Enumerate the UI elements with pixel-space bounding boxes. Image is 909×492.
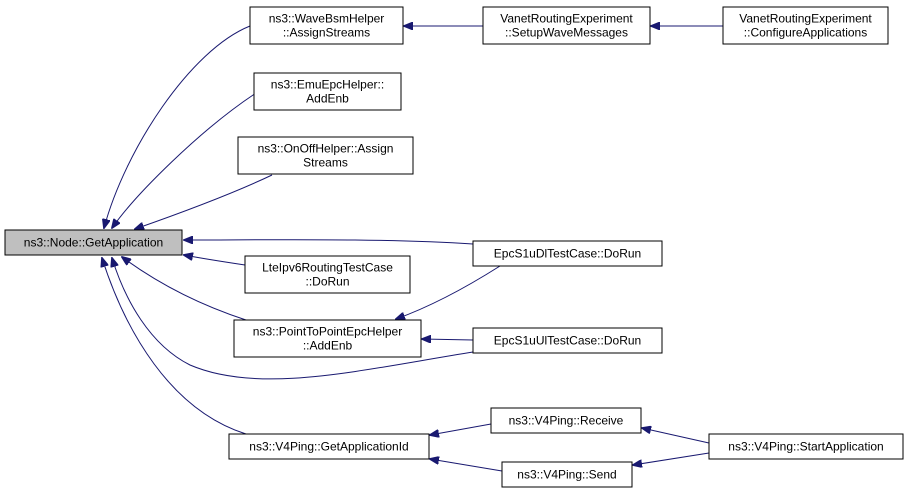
- edge-v4getid-to-getapp: [102, 258, 247, 435]
- node-label: ::DoRun: [305, 275, 349, 289]
- node-label: EpcS1uUlTestCase::DoRun: [494, 334, 641, 348]
- edge-arrow: [642, 428, 710, 444]
- node-label: Streams: [303, 156, 348, 170]
- node-box: [490, 407, 642, 434]
- node-label: ns3::Node::GetApplication: [24, 236, 163, 250]
- node-emuepc[interactable]: ns3::EmuEpcHelper::AddEnb: [253, 72, 402, 111]
- node-box: [722, 6, 889, 45]
- edge-v4recv-to-v4getid: [430, 423, 492, 435]
- node-box: [249, 6, 404, 45]
- node-box: [244, 255, 411, 294]
- edge-arrow: [135, 174, 273, 229]
- node-v4send[interactable]: ns3::V4Ping::Send: [501, 461, 633, 488]
- node-label: ns3::OnOffHelper::Assign: [258, 142, 394, 156]
- edge-arrow: [112, 258, 474, 380]
- node-box: [237, 136, 414, 175]
- node-epcdl[interactable]: EpcS1uDlTestCase::DoRun: [472, 240, 663, 267]
- node-label: ns3::EmuEpcHelper::: [271, 78, 384, 92]
- node-label: AddEnb: [306, 92, 349, 106]
- node-label: VanetRoutingExperiment: [500, 12, 633, 26]
- node-epcul[interactable]: EpcS1uUlTestCase::DoRun: [472, 327, 663, 354]
- edge-arrow: [422, 339, 474, 340]
- node-v4getid[interactable]: ns3::V4Ping::GetApplicationId: [228, 433, 430, 460]
- node-label: ::AddEnb: [303, 339, 353, 353]
- edge-v4send-to-v4getid: [430, 459, 503, 472]
- node-label: LteIpv6RoutingTestCase: [262, 261, 393, 275]
- node-label: ns3::V4Ping::Receive: [509, 414, 624, 428]
- node-label: ns3::V4Ping::StartApplication: [728, 440, 883, 454]
- node-label: ::SetupWaveMessages: [505, 26, 628, 40]
- node-box: [501, 461, 633, 488]
- edge-emuepc-to-getapp: [112, 92, 257, 228]
- edge-onoff-to-getapp: [135, 174, 273, 229]
- node-box: [233, 319, 422, 358]
- edge-arrow: [430, 423, 492, 435]
- edge-epcul-to-getapp: [112, 258, 474, 380]
- node-box: [708, 433, 904, 460]
- node-lteipv6[interactable]: LteIpv6RoutingTestCase::DoRun: [244, 255, 411, 294]
- node-box: [4, 229, 183, 256]
- node-onoff[interactable]: ns3::OnOffHelper::AssignStreams: [237, 136, 414, 175]
- node-getapp[interactable]: ns3::Node::GetApplication: [4, 229, 183, 256]
- node-label: ns3::WaveBsmHelper: [269, 12, 385, 26]
- edge-arrow: [184, 255, 246, 266]
- edge-arrow: [122, 257, 247, 321]
- edge-arrow: [112, 92, 257, 228]
- node-wavebsm[interactable]: ns3::WaveBsmHelper::AssignStreams: [249, 6, 404, 45]
- edge-arrow: [430, 459, 503, 472]
- edge-arrow: [184, 240, 474, 245]
- edge-epcul-to-p2pepc: [422, 339, 474, 340]
- node-label: EpcS1uDlTestCase::DoRun: [494, 247, 641, 261]
- node-label: ns3::PointToPointEpcHelper: [253, 325, 402, 339]
- edge-p2pepc-to-getapp: [122, 257, 247, 321]
- node-vanetsetup[interactable]: VanetRoutingExperiment::SetupWaveMessage…: [482, 6, 651, 45]
- edges: [102, 25, 723, 472]
- node-box: [472, 327, 663, 354]
- node-label: ns3::V4Ping::GetApplicationId: [249, 440, 408, 454]
- edge-epcdl-to-p2pepc: [396, 265, 501, 319]
- node-box: [472, 240, 663, 267]
- node-box: [482, 6, 651, 45]
- node-label: VanetRoutingExperiment: [739, 12, 872, 26]
- edge-v4start-to-v4recv: [642, 428, 710, 444]
- edge-arrow: [102, 258, 247, 435]
- node-box: [253, 72, 402, 111]
- nodes: ns3::Node::GetApplication ns3::WaveBsmHel…: [4, 6, 904, 488]
- edge-lteipv6-to-getapp: [184, 255, 246, 266]
- node-box: [228, 433, 430, 460]
- node-v4start[interactable]: ns3::V4Ping::StartApplication: [708, 433, 904, 460]
- node-v4recv[interactable]: ns3::V4Ping::Receive: [490, 407, 642, 434]
- node-p2pepc[interactable]: ns3::PointToPointEpcHelper::AddEnb: [233, 319, 422, 358]
- edge-arrow: [633, 452, 710, 465]
- edge-arrow: [104, 25, 251, 228]
- edge-arrow: [396, 265, 501, 319]
- edge-v4start-to-v4send: [633, 452, 710, 465]
- edge-wavebsm-to-getapp: [104, 25, 251, 228]
- node-label: ::ConfigureApplications: [744, 26, 867, 40]
- node-vanetconf[interactable]: VanetRoutingExperiment::ConfigureApplica…: [722, 6, 889, 45]
- node-label: ns3::V4Ping::Send: [517, 468, 616, 482]
- node-label: ::AssignStreams: [283, 26, 370, 40]
- edge-epcdl-to-getapp: [184, 240, 474, 245]
